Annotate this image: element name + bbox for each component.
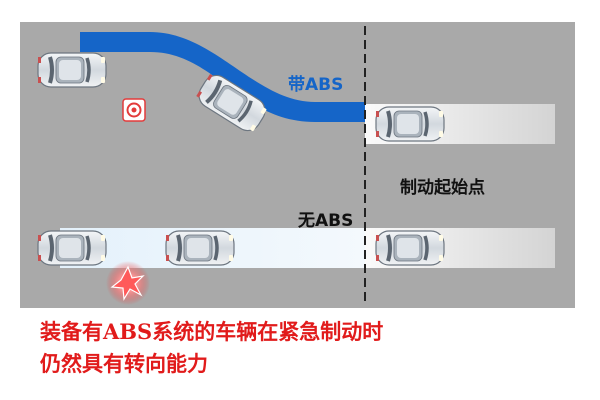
- caption-line-2: 仍然具有转向能力: [40, 351, 208, 376]
- car-icon: [164, 229, 236, 267]
- car-icon: [36, 229, 108, 267]
- with-abs-label: 带ABS: [288, 75, 344, 95]
- collision-burst-icon: [106, 261, 150, 305]
- car-icon: [36, 51, 108, 89]
- without-abs-label: 无ABS: [298, 211, 354, 231]
- car-icon: [374, 229, 446, 267]
- caption-line-1: 装备有ABS系统的车辆在紧急制动时: [40, 319, 384, 344]
- braking-start-label: 制动起始点: [400, 178, 485, 198]
- car-icon: [374, 105, 446, 143]
- obstacle-target-icon: [122, 98, 146, 122]
- caption: 装备有ABS系统的车辆在紧急制动时 仍然具有转向能力: [40, 316, 580, 380]
